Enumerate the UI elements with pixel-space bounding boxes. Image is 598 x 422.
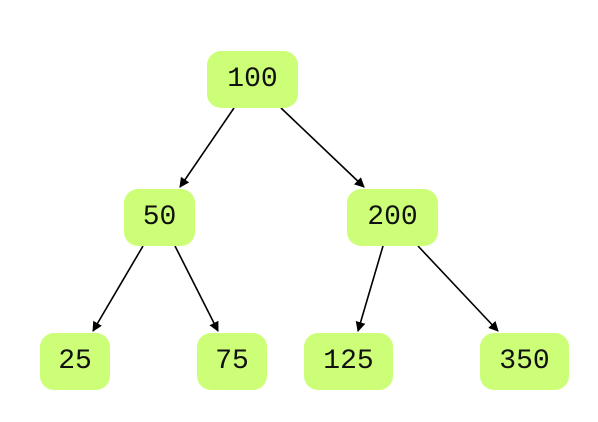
edge-50-25: [92, 245, 144, 332]
tree-node-125: 125: [304, 333, 393, 390]
tree-node-75: 75: [197, 333, 267, 390]
tree-node-200: 200: [347, 189, 438, 246]
edge-50-75: [174, 245, 219, 332]
tree-node-25: 25: [40, 333, 110, 390]
edge-200-125: [355, 245, 384, 332]
edge-200-350: [417, 245, 499, 332]
edge-100-50: [179, 107, 235, 188]
edge-group: [92, 107, 499, 332]
tree-node-100: 100: [207, 51, 298, 108]
edge-100-200: [280, 107, 365, 188]
tree-node-350: 350: [480, 333, 569, 390]
tree-node-50: 50: [124, 189, 195, 246]
